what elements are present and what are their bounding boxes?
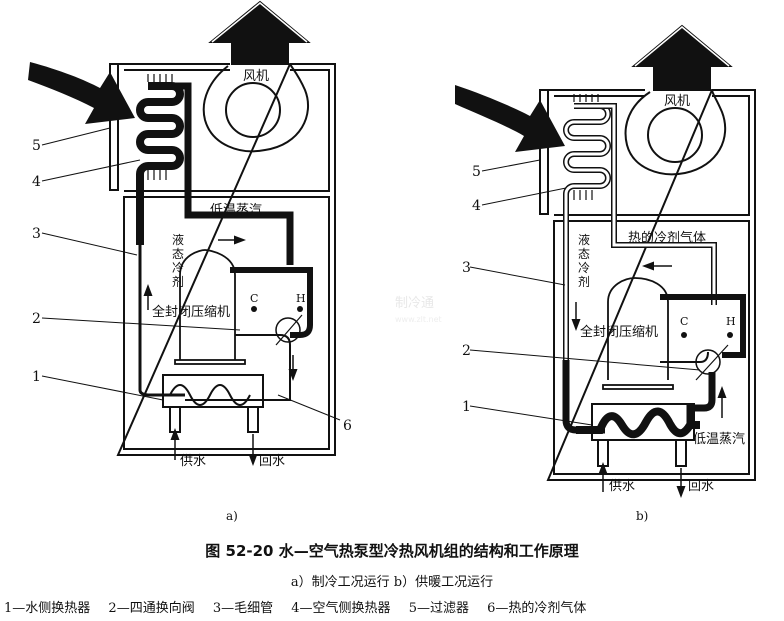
panel-a: 风机 液 态 冷 剂 低温蒸汽 全封闭压缩机 C bbox=[28, 0, 352, 523]
fan bbox=[624, 89, 727, 176]
exhaust-arrow-icon bbox=[208, 0, 311, 65]
capillary-tube bbox=[138, 245, 185, 397]
air-side-heat-exchanger bbox=[563, 94, 717, 360]
compressor-label: 全封闭压缩机 bbox=[580, 324, 658, 340]
callout-2: 2 bbox=[32, 311, 41, 327]
liquid-label-3: 冷 bbox=[578, 261, 590, 275]
figure-title: 图 52-20 水—空气热泵型冷热风机组的结构和工作原理 bbox=[205, 542, 579, 560]
supply-water-label: 供水 bbox=[609, 479, 635, 494]
liquid-label-2: 态 bbox=[172, 247, 184, 261]
legend-item: 2—四通换向阀 bbox=[108, 601, 195, 616]
liquid-label-1: 液 bbox=[172, 232, 184, 247]
compressor bbox=[174, 249, 246, 365]
fan-label: 风机 bbox=[243, 69, 269, 84]
intake-arrow-icon bbox=[28, 62, 135, 124]
legend-item: 1—水侧换热器 bbox=[4, 601, 91, 616]
air-side-heat-exchanger bbox=[136, 74, 294, 265]
four-way-valve bbox=[275, 317, 301, 343]
panel-a-sublabel: a) bbox=[226, 509, 238, 523]
port-c-label: C bbox=[250, 292, 258, 305]
callout-2: 2 bbox=[462, 343, 471, 359]
low-temp-vapor-label: 低温蒸汽 bbox=[693, 432, 745, 447]
compressor-label: 全封闭压缩机 bbox=[152, 304, 230, 320]
watermark-url: www.zlt.net bbox=[395, 315, 442, 324]
callout-lines bbox=[469, 159, 701, 426]
port-h-label: H bbox=[296, 292, 306, 305]
exhaust-arrow-icon bbox=[631, 24, 733, 91]
panel-b: 风机 液 态 冷 剂 热的冷剂气体 全封闭压缩机 bbox=[455, 24, 756, 523]
legend-item: 3—毛细管 bbox=[212, 601, 274, 616]
legend-item: 4—空气侧换热器 bbox=[291, 601, 391, 616]
liquid-label-1: 液 bbox=[578, 232, 590, 247]
port-c-dot bbox=[681, 332, 687, 338]
hot-gas-label: 热的冷剂气体 bbox=[628, 230, 706, 246]
watermark-logo: 制冷通 bbox=[395, 296, 435, 311]
liquid-label-4: 剂 bbox=[172, 274, 184, 289]
port-h-dot bbox=[297, 306, 303, 312]
supply-water-label: 供水 bbox=[180, 454, 206, 469]
callout-6: 6 bbox=[343, 418, 352, 434]
intake-arrow-icon bbox=[455, 85, 565, 152]
compressor bbox=[602, 277, 674, 390]
callout-4: 4 bbox=[472, 198, 481, 214]
figure-legend: 1—水侧换热器 2—四通换向阀 3—毛细管 4—空气侧换热器 5—过滤器 6—热… bbox=[4, 597, 784, 616]
housing bbox=[109, 63, 336, 456]
fan-label: 风机 bbox=[664, 94, 690, 109]
legend-item: 5—过滤器 bbox=[408, 601, 469, 616]
port-h-dot bbox=[727, 332, 733, 338]
legend-item: 6—热的冷剂气体 bbox=[487, 601, 587, 616]
liquid-label-2: 态 bbox=[578, 247, 590, 261]
return-water-label: 回水 bbox=[259, 454, 285, 469]
liquid-label-4: 剂 bbox=[578, 274, 590, 289]
callout-5: 5 bbox=[472, 164, 481, 180]
fan bbox=[202, 63, 310, 153]
callout-1: 1 bbox=[462, 399, 471, 415]
hot-gas-line bbox=[660, 294, 746, 358]
port-h-label: H bbox=[726, 315, 736, 328]
low-temp-vapor-label: 低温蒸汽 bbox=[210, 203, 262, 218]
hot-gas-line bbox=[230, 267, 313, 338]
callout-4: 4 bbox=[32, 174, 41, 190]
port-c-label: C bbox=[680, 315, 688, 328]
four-way-valve bbox=[695, 349, 721, 375]
callout-3: 3 bbox=[32, 226, 41, 242]
port-c-dot bbox=[251, 306, 257, 312]
housing bbox=[539, 89, 756, 481]
panel-b-sublabel: b) bbox=[636, 509, 648, 523]
callout-1: 1 bbox=[32, 369, 41, 385]
water-side-heat-exchanger bbox=[576, 403, 700, 467]
return-water-label: 回水 bbox=[688, 479, 714, 494]
callout-5: 5 bbox=[32, 138, 41, 154]
callout-lines bbox=[41, 127, 341, 421]
callout-3: 3 bbox=[462, 260, 471, 276]
water-side-heat-exchanger bbox=[162, 374, 264, 433]
figure-subtitle: a）制冷工况运行 b）供暖工况运行 bbox=[290, 575, 494, 590]
